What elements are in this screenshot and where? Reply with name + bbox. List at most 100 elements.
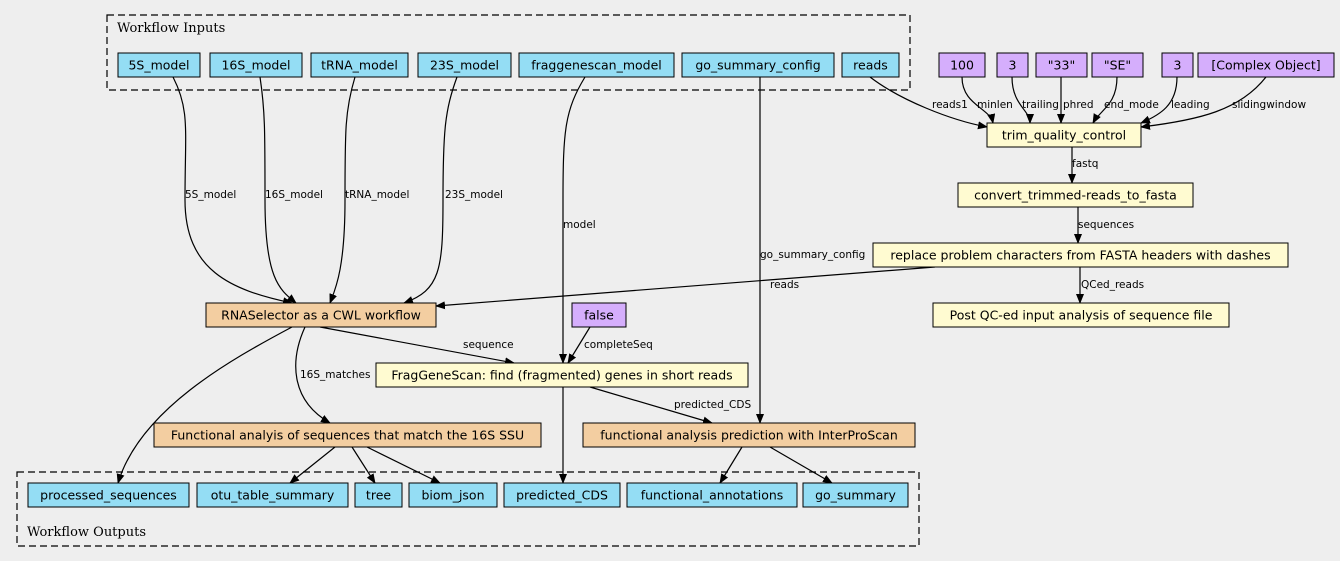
node-label: "SE" xyxy=(1104,58,1131,73)
edge-func16s-biom xyxy=(366,446,441,484)
node-label: "33" xyxy=(1048,58,1075,73)
edge-dSE-trim: end_mode xyxy=(1092,76,1159,124)
node-label: tree xyxy=(366,488,391,503)
edge-fgs-interpro: predicted_CDS xyxy=(589,386,751,425)
edge-in5S-rnasel: 5S_model xyxy=(172,76,293,306)
node-label: Post QC-ed input analysis of sequence fi… xyxy=(950,308,1213,323)
edge-label: trailing xyxy=(1022,99,1059,111)
edge-label: fastq xyxy=(1072,158,1098,170)
node-label: fraggenescan_model xyxy=(531,58,662,73)
edge-label: sequence xyxy=(463,339,514,351)
node-label: processed_sequences xyxy=(40,488,177,503)
node-label: tRNA_model xyxy=(321,58,398,73)
node-label: Functional analyis of sequences that mat… xyxy=(171,428,524,443)
node-label: FragGeneScan: find (fragmented) genes in… xyxy=(391,368,732,383)
node-label: reads xyxy=(853,58,888,73)
edge-label: leading xyxy=(1171,99,1210,111)
node-func16s: Functional analyis of sequences that mat… xyxy=(153,422,542,448)
node-label: 3 xyxy=(1174,58,1182,73)
node-convert: convert_trimmed-reads_to_fasta xyxy=(957,182,1194,208)
node-label: 3 xyxy=(1009,58,1017,73)
edge-convert-replace: sequences xyxy=(1074,207,1134,244)
inputs-cluster-label: Workflow Inputs xyxy=(117,21,225,36)
node-label: functional_annotations xyxy=(641,488,784,503)
edge-func16s-tree xyxy=(351,446,376,484)
node-label: [Complex Object] xyxy=(1211,58,1320,73)
outputs-cluster: Workflow Outputs xyxy=(16,471,920,547)
node-label: go_summary xyxy=(815,488,896,503)
node-label: 16S_model xyxy=(221,58,290,73)
node-out-otu: otu_table_summary xyxy=(196,482,349,508)
node-in-tRNA: tRNA_model xyxy=(310,52,409,78)
edge-d3b-trim: leading xyxy=(1140,76,1210,124)
node-out-func: functional_annotations xyxy=(626,482,798,508)
edge-in23S-rnasel: 23S_model xyxy=(403,76,503,304)
edge-label: 5S_model xyxy=(185,189,236,201)
node-in-23S: 23S_model xyxy=(417,52,512,78)
edge-dfalse-fgs: completeSeq xyxy=(567,326,653,364)
edge-label: model xyxy=(563,219,596,231)
node-label: go_summary_config xyxy=(695,58,820,73)
edge-intRNA-rnasel: tRNA_model xyxy=(329,76,409,304)
edge-label: sequences xyxy=(1078,219,1134,231)
edge-func16s-otu xyxy=(289,446,336,484)
edge-rnasel-processed xyxy=(116,326,293,484)
edge-label: go_summary_config xyxy=(760,249,865,261)
node-d-3a: 3 xyxy=(996,52,1029,78)
node-out-pcds: predicted_CDS xyxy=(503,482,621,508)
node-d-complex: [Complex Object] xyxy=(1197,52,1335,78)
edge-label: reads xyxy=(770,279,799,291)
edge-trim-convert: fastq xyxy=(1068,147,1098,184)
edge-label: phred xyxy=(1063,99,1094,111)
edge-label: 16S_matches xyxy=(300,369,370,381)
edge-label: minlen xyxy=(977,99,1013,111)
node-label: false xyxy=(584,308,614,323)
node-d-false: false xyxy=(571,302,627,328)
outputs-cluster-label: Workflow Outputs xyxy=(27,525,146,540)
node-in-16S: 16S_model xyxy=(209,52,303,78)
node-in-reads: reads xyxy=(841,52,900,78)
node-label: functional analysis prediction with Inte… xyxy=(600,428,898,443)
node-interpro: functional analysis prediction with Inte… xyxy=(582,422,916,448)
node-d-33: "33" xyxy=(1035,52,1088,78)
node-label: 100 xyxy=(950,58,974,73)
edge-replace-rnasel: reads xyxy=(435,266,936,310)
edge-label: completeSeq xyxy=(584,339,653,351)
edge-label: reads1 xyxy=(932,99,968,111)
node-label: convert_trimmed-reads_to_fasta xyxy=(974,188,1177,203)
node-label: 5S_model xyxy=(128,58,189,73)
node-label: otu_table_summary xyxy=(211,488,335,503)
edge-interpro-go xyxy=(769,446,833,484)
edge-d3a-trim: trailing xyxy=(1011,76,1059,124)
edge-label: 16S_model xyxy=(265,189,323,201)
edge-label: 23S_model xyxy=(445,189,503,201)
node-d-100: 100 xyxy=(938,52,986,78)
edge-label: QCed_reads xyxy=(1081,279,1144,291)
edge-in16S-rnasel: 16S_model xyxy=(259,76,323,304)
node-in-go: go_summary_config xyxy=(681,52,835,78)
node-fgs: FragGeneScan: find (fragmented) genes in… xyxy=(375,362,749,388)
node-postqc: Post QC-ed input analysis of sequence fi… xyxy=(932,302,1230,328)
node-out-biom: biom_json xyxy=(408,482,498,508)
node-label: predicted_CDS xyxy=(516,488,608,503)
edge-in-reads-trim: reads1 xyxy=(869,76,988,130)
node-out-go: go_summary xyxy=(802,482,909,508)
edge-infgs-fgs: model xyxy=(559,76,596,364)
edge-label: predicted_CDS xyxy=(674,399,751,411)
node-d-3b: 3 xyxy=(1161,52,1194,78)
inputs-cluster: Workflow Inputs xyxy=(106,14,911,91)
node-label: 23S_model xyxy=(430,58,499,73)
edge-label: slidingwindow xyxy=(1232,99,1306,111)
node-in-fgs: fraggenescan_model xyxy=(518,52,675,78)
edge-label: end_mode xyxy=(1104,99,1159,111)
edge-d100-trim: minlen xyxy=(961,76,1013,124)
edge-dcomplex-trim: slidingwindow xyxy=(1140,76,1306,130)
node-label: RNASelector as a CWL workflow xyxy=(221,308,421,323)
node-out-tree: tree xyxy=(354,482,403,508)
edge-interpro-func xyxy=(719,446,743,484)
node-label: trim_quality_control xyxy=(1002,128,1126,143)
edge-ingo-interpro: go_summary_config xyxy=(756,77,865,424)
edge-replace-postqc: QCed_reads xyxy=(1076,267,1144,304)
edge-rnasel-fgs: sequence xyxy=(319,326,515,366)
